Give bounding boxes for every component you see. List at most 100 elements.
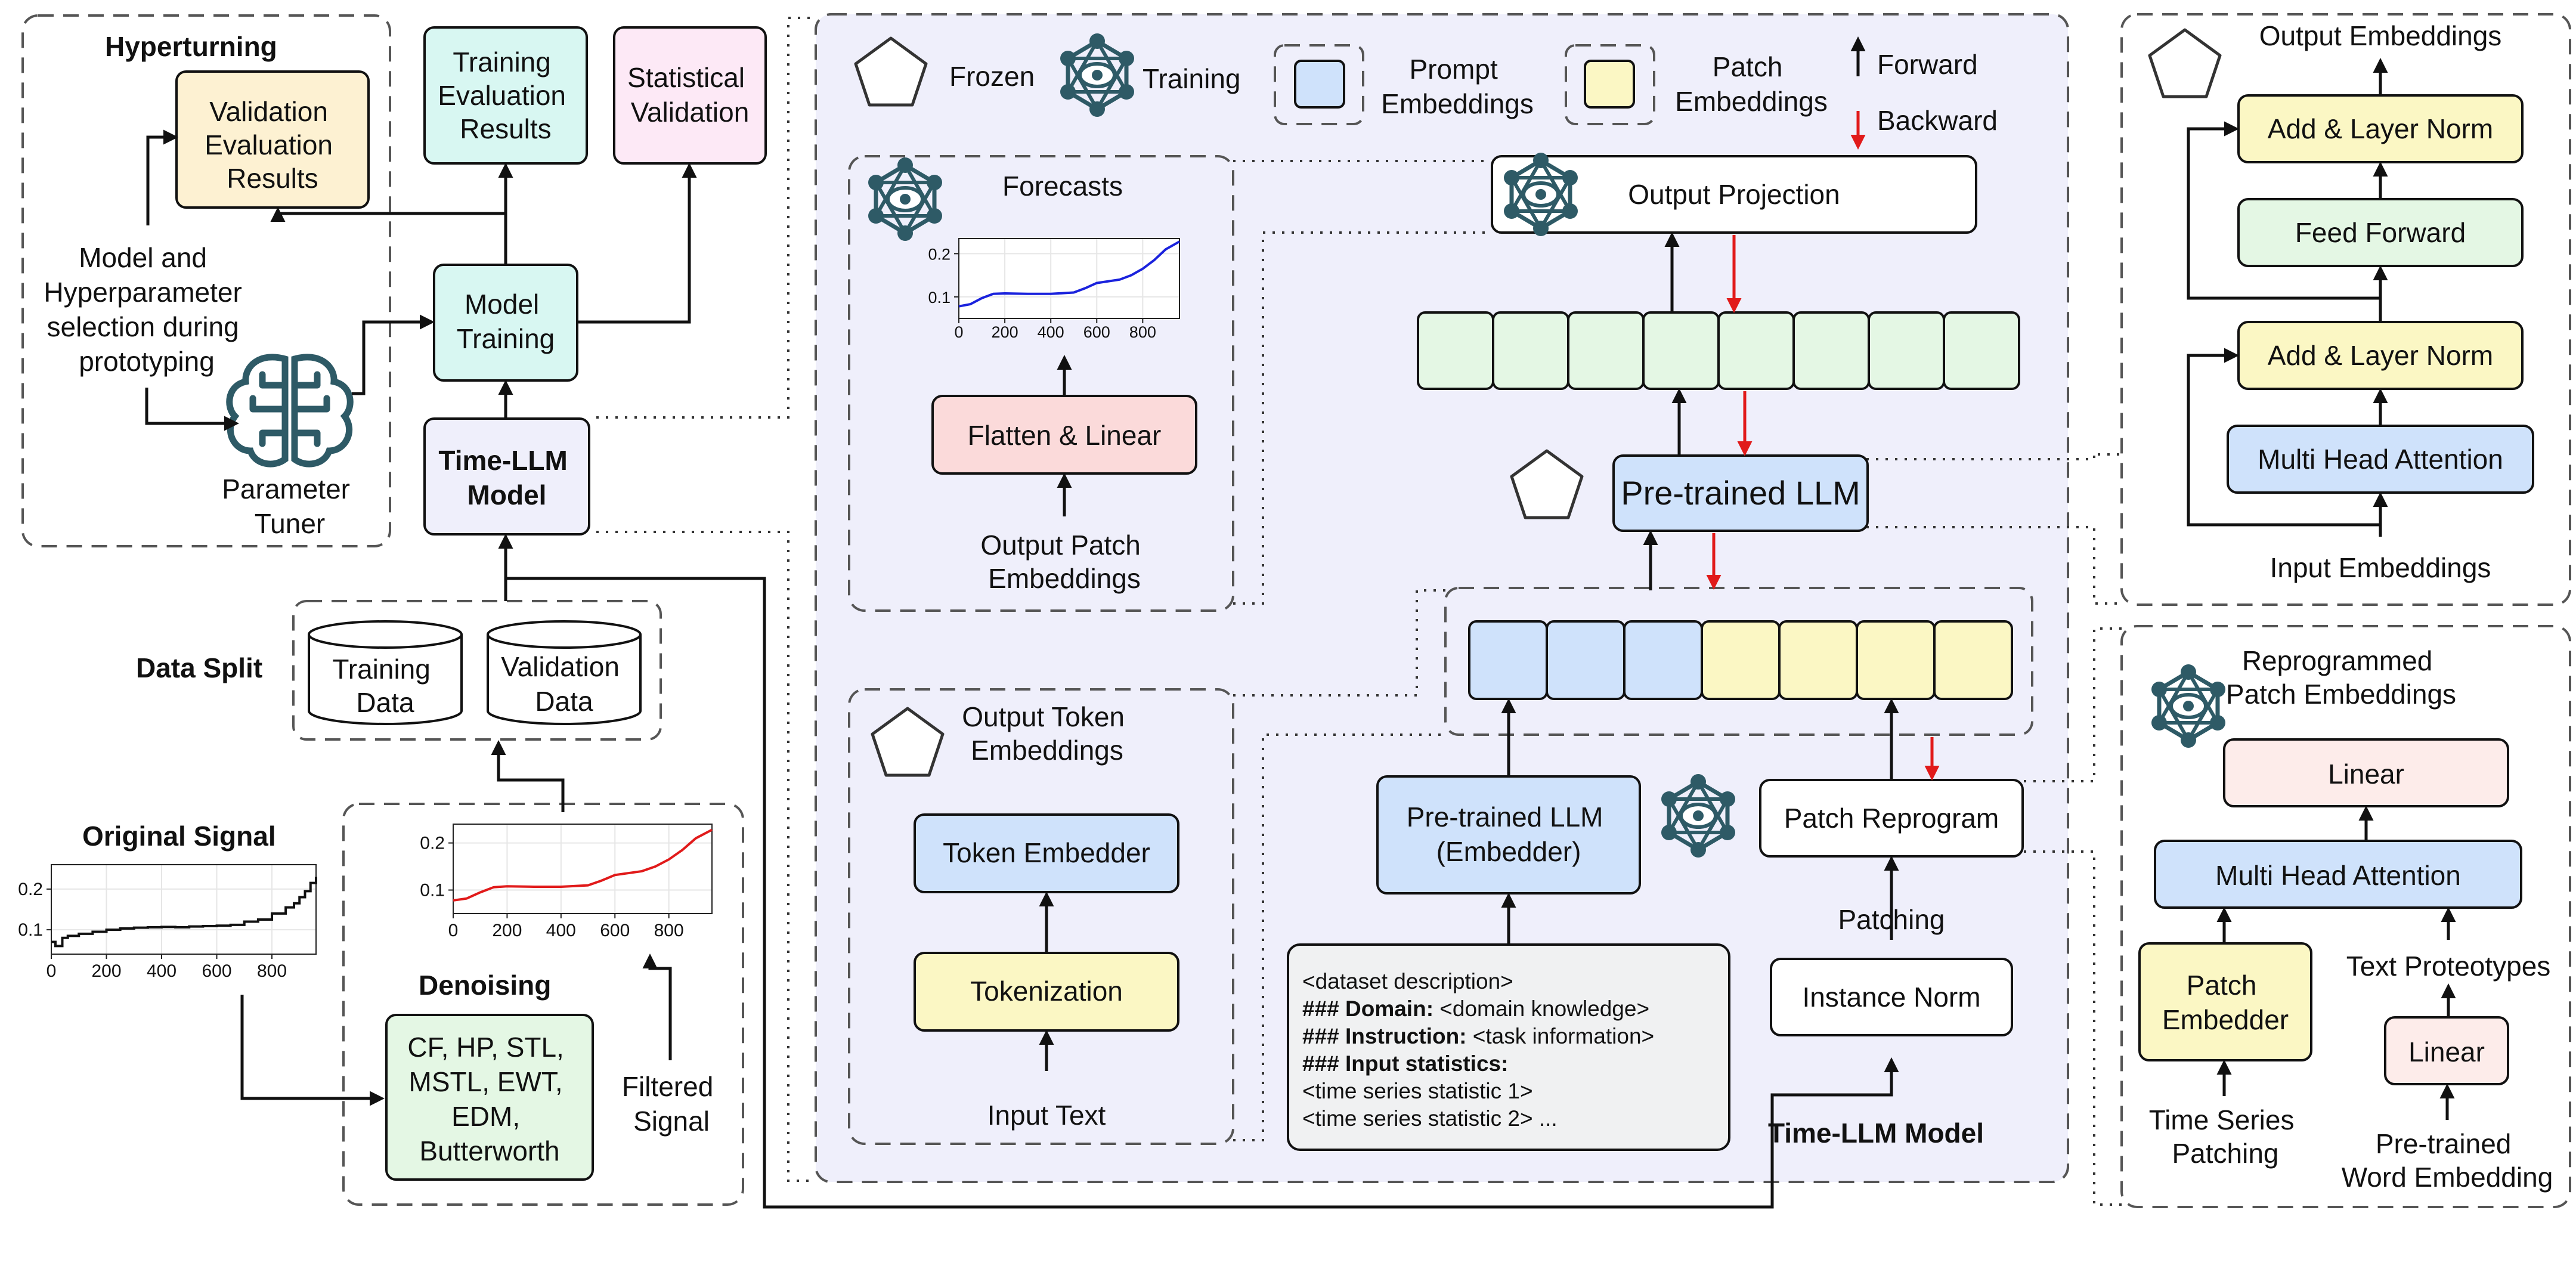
time-llm-model-box xyxy=(423,417,590,536)
embedder-box xyxy=(1376,775,1641,895)
filtered-signal-chart: 0 200 400 600 800 0.1 0.2 xyxy=(420,824,713,940)
forecasts-title: Forecasts xyxy=(1002,171,1123,202)
patch-embedder-label: Patch Embedder xyxy=(2162,970,2289,1035)
patch-legend-swatch xyxy=(1584,60,1635,109)
chart-x-tick-label: 200 xyxy=(492,921,522,940)
reprogram-attention-box xyxy=(2154,840,2522,909)
chart-x-tick-label: 400 xyxy=(546,921,576,940)
flatten-linear-label: Flatten & Linear xyxy=(968,420,1162,451)
chart-x-tick-label: 0 xyxy=(954,323,963,341)
chart-x-tick-label: 600 xyxy=(600,921,630,940)
chart-x-tick-label: 600 xyxy=(202,961,231,981)
training-data-label: Training Data xyxy=(332,654,438,718)
model-training-label: Model Training xyxy=(457,289,555,354)
time-llm-model-label: Time-LLM Model xyxy=(438,445,575,510)
reprogrammed-title: Reprogrammed Patch Embeddings xyxy=(2226,645,2456,710)
output-projection-box xyxy=(1491,155,1977,234)
multi-head-attention-label: Multi Head Attention xyxy=(2258,444,2503,475)
chart-x-tick-label: 800 xyxy=(1129,323,1156,341)
forecasts-panel xyxy=(848,155,1234,612)
reprogram-detail-training-icon xyxy=(2151,664,2225,748)
patch-embedder-box xyxy=(2138,942,2312,1061)
prompt-line: <time series statistic 2> ... xyxy=(1302,1106,1558,1131)
patch-legend-frame xyxy=(1565,44,1655,125)
prompt-legend-frame xyxy=(1274,44,1364,125)
chart-y-tick-label: 0.1 xyxy=(420,881,445,900)
legend-frozen: Frozen xyxy=(949,61,1035,92)
model-training-box xyxy=(433,264,578,382)
reprogram-linear-label: Linear xyxy=(2328,759,2404,790)
filtered-signal-label: Filtered Signal xyxy=(622,1071,721,1137)
hyperturning-panel xyxy=(21,14,391,547)
chart-x-tick-label: 0 xyxy=(448,921,459,940)
transformer-block-panel xyxy=(2120,13,2571,606)
chart-plot-area xyxy=(453,824,712,914)
denoising-methods-box xyxy=(385,1014,594,1181)
chart-x-tick-label: 400 xyxy=(147,961,177,981)
word-linear-label: Linear xyxy=(2408,1036,2485,1067)
denoising-panel xyxy=(342,803,744,1206)
chart-frame xyxy=(51,864,317,955)
instance-norm-box xyxy=(1770,958,2013,1036)
prompt-legend-swatch xyxy=(1294,60,1345,109)
input-embedding-sequence xyxy=(1468,620,2013,700)
instance-norm-label: Instance Norm xyxy=(1802,982,1980,1013)
embedder-label: Pre-trained LLM (Embedder) xyxy=(1407,801,1611,867)
chart-x-tick-label: 800 xyxy=(654,921,684,940)
chart-frame xyxy=(453,824,713,914)
input-embeddings-label: Input Embeddings xyxy=(2270,552,2491,583)
validation-results-label: Validation Evaluation Results xyxy=(205,96,340,194)
chart-x-tick-label: 800 xyxy=(257,961,287,981)
time-llm-panel-title: Time-LLM Model xyxy=(1768,1118,1984,1149)
output-token-panel xyxy=(848,688,1234,1145)
chart-x-tick-label: 0 xyxy=(47,961,57,981)
chart-series-line xyxy=(51,877,317,948)
denoising-methods-label: CF, HP, STL, MSTL, EWT, EDM, Butterworth xyxy=(407,1032,571,1166)
chart-series-line xyxy=(958,240,1180,308)
prompt-line: ### Instruction: <task information> xyxy=(1302,1024,1654,1048)
prompt-line: ### Input statistics: xyxy=(1302,1051,1508,1076)
validation-data-cylinder xyxy=(487,620,642,725)
add-norm-top-label: Add & Layer Norm xyxy=(2268,113,2493,144)
add-norm-bottom-label: Add & Layer Norm xyxy=(2268,340,2493,371)
output-token-embeddings-label: Output Token Embeddings xyxy=(962,701,1132,766)
token-embedder-label: Token Embedder xyxy=(943,837,1150,868)
legend-patch-embeddings: Patch Embeddings xyxy=(1675,51,1828,117)
validation-data-label: Validation Data xyxy=(501,651,627,717)
legend-backward: Backward xyxy=(1877,105,1998,136)
transformer-frozen-icon xyxy=(2150,30,2220,97)
chart-frame xyxy=(958,238,1180,319)
pretrained-llm-label: Pre-trained LLM xyxy=(1621,474,1860,512)
prompt-line: <time series statistic 1> xyxy=(1302,1079,1533,1103)
output-embeddings-label: Output Embeddings xyxy=(2259,20,2502,51)
chart-series-line xyxy=(453,828,713,902)
input-text-label: Input Text xyxy=(987,1100,1106,1131)
patch-reprogram-label: Patch Reprogram xyxy=(1784,803,1999,834)
output-projection-label: Output Projection xyxy=(1628,179,1840,210)
training-results-label: Training Evaluation Results xyxy=(438,47,574,144)
prompt-template-text: <dataset description>### Domain: <domain… xyxy=(1302,969,1654,1131)
statistical-validation-label: Statistical Validation xyxy=(627,62,753,128)
parameter-tuner-label: Parameter Tuner xyxy=(222,473,358,539)
prompt-template-box xyxy=(1287,943,1730,1151)
model-selection-label: Model and Hyperparameter selection durin… xyxy=(44,242,249,377)
chart-plot-area xyxy=(959,239,1179,318)
data-split-title: Data Split xyxy=(136,652,262,683)
chart-y-tick-label: 0.1 xyxy=(928,289,950,307)
reprogram-attention-label: Multi Head Attention xyxy=(2215,860,2461,891)
prompt-line: <dataset description> xyxy=(1302,969,1513,993)
statistical-validation-box xyxy=(613,26,767,165)
chart-y-tick-label: 0.2 xyxy=(420,834,445,853)
chart-x-tick-label: 400 xyxy=(1038,323,1064,341)
chart-plot-area xyxy=(51,865,316,954)
chart-x-tick-label: 200 xyxy=(91,961,121,981)
denoising-title: Denoising xyxy=(419,970,551,1001)
word-embedding-label: Pre-trained Word Embedding xyxy=(2342,1128,2553,1193)
feed-forward-label: Feed Forward xyxy=(2295,217,2466,248)
brain-icon xyxy=(226,354,354,468)
output-embedding-sequence xyxy=(1417,311,2020,390)
output-patch-embeddings-label: Output Patch Embeddings xyxy=(980,530,1148,594)
